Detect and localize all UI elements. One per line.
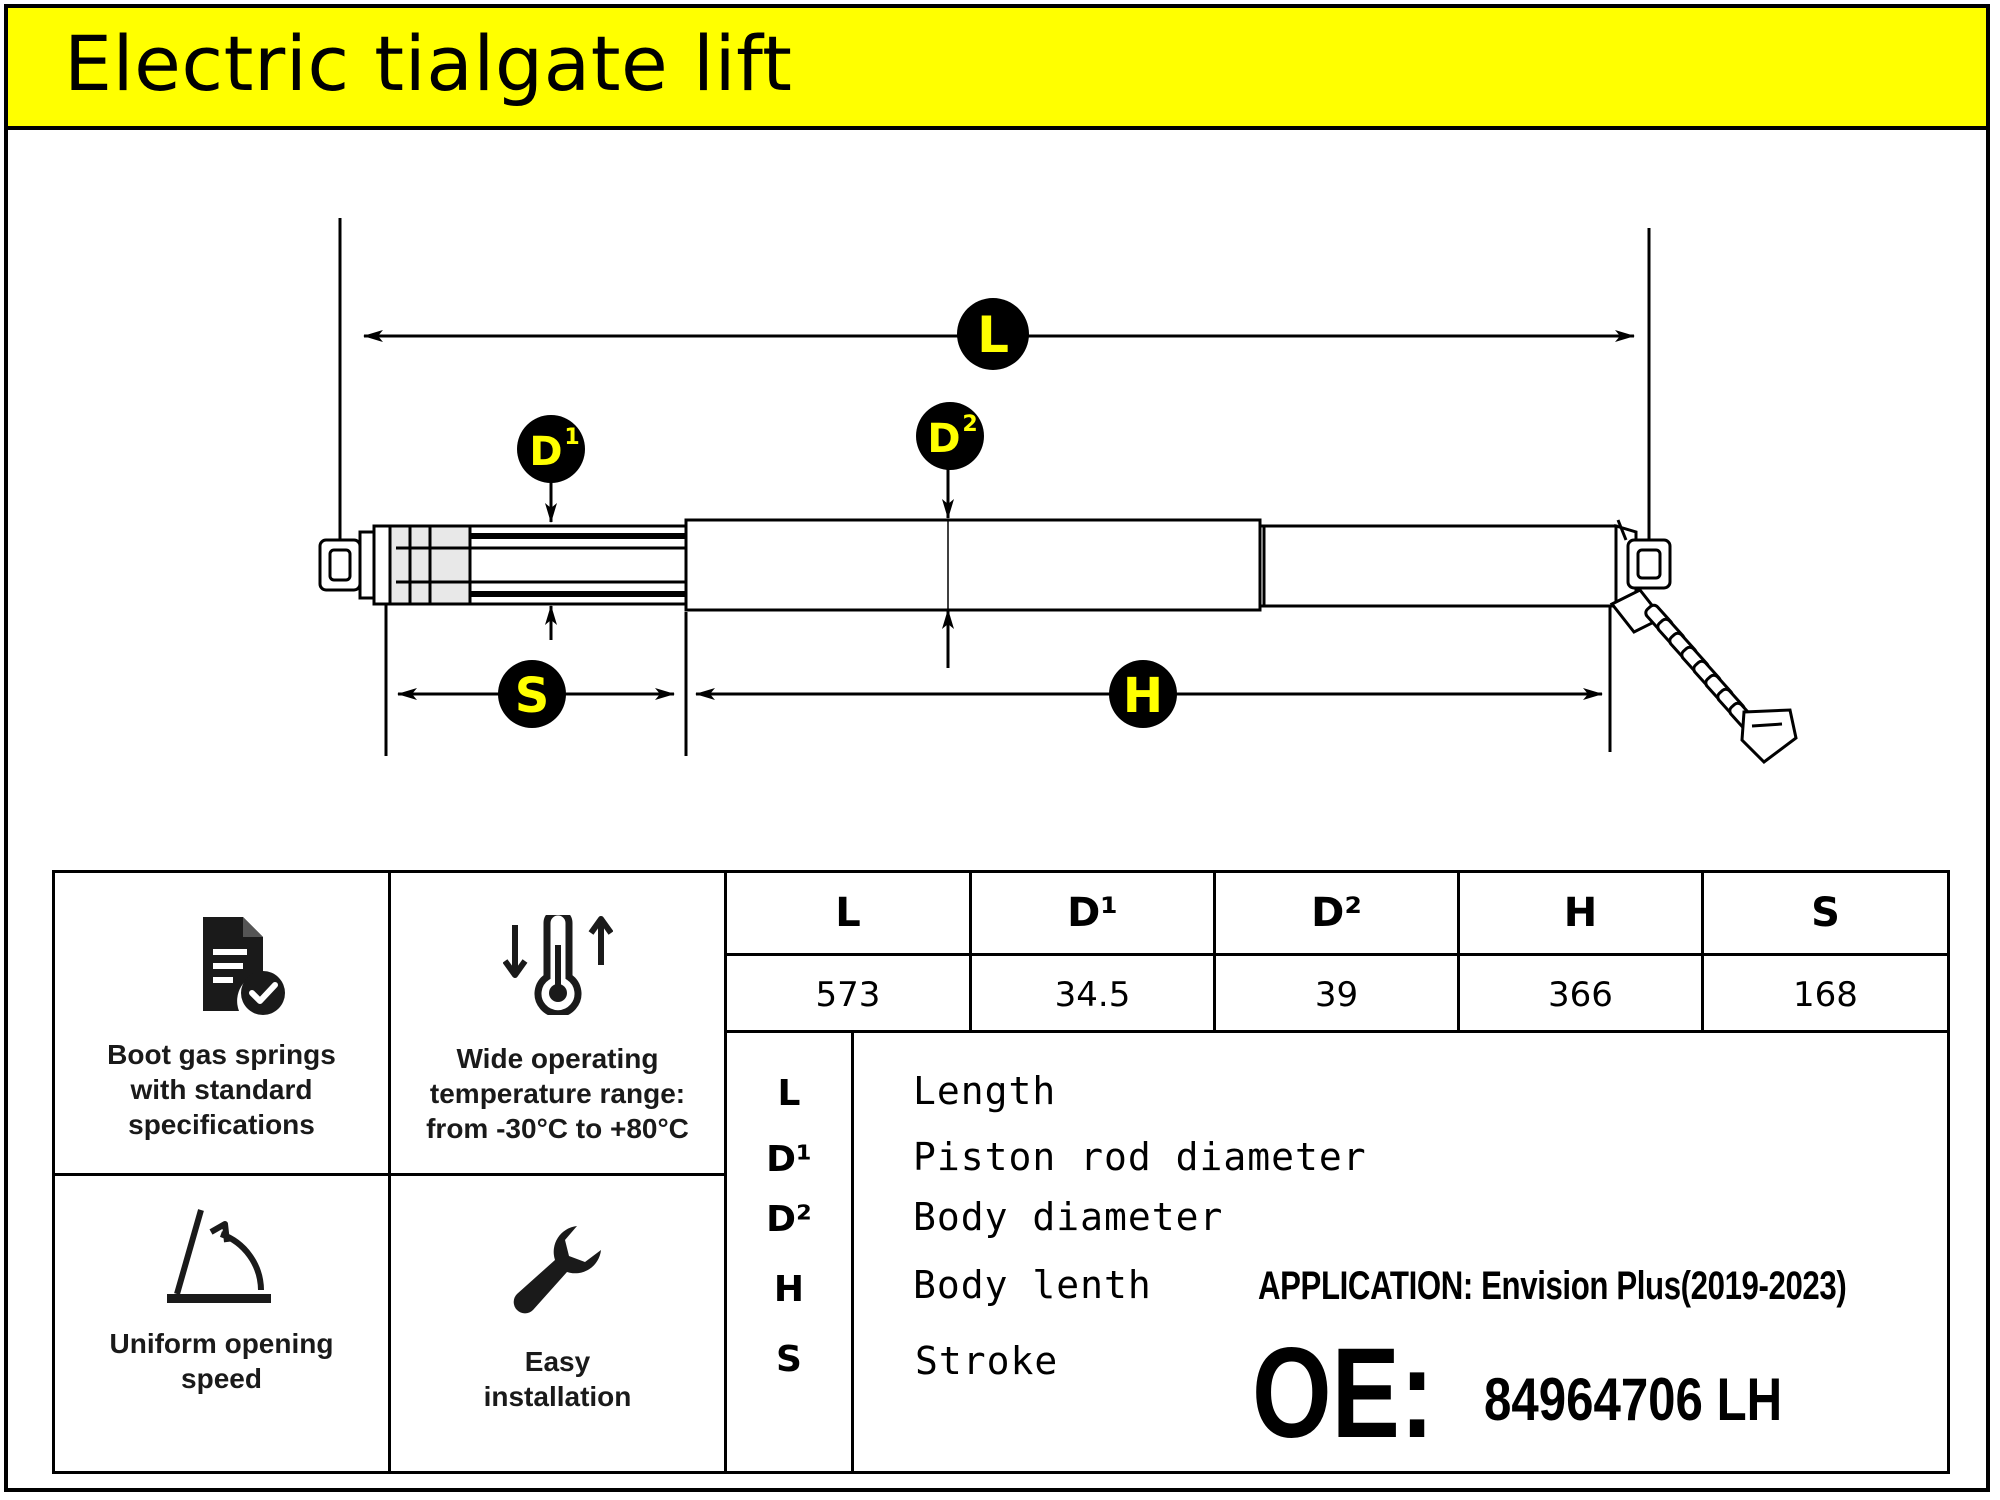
spec-value-D1: 34.5 (1054, 974, 1131, 1015)
power-cable (1609, 588, 1798, 764)
thermometer-arrows-icon (503, 915, 613, 1015)
label-L-text: L (977, 306, 1009, 364)
label-D1-superscript: 1 (564, 425, 579, 450)
spec-header-D2: D² (1311, 890, 1362, 936)
wrench-icon (513, 1226, 601, 1314)
legend-desc-body-diameter: Body diameter (913, 1195, 1224, 1239)
label-badge-S: S (498, 660, 566, 728)
strut-diagram: L D 1 D 2 S H (318, 218, 1798, 764)
spec-table-divider (727, 953, 1947, 956)
spec-value-H: 366 (1548, 974, 1613, 1015)
oe-number: 84964706 LH (1484, 1366, 1783, 1433)
feature-label-line: from -30°C to +80°C (426, 1113, 689, 1144)
info-grid: Boot gas springs with standard specifica… (52, 870, 1950, 1474)
feature-label-line: installation (483, 1381, 632, 1412)
document-check-icon (203, 917, 285, 1015)
legend-desc-piston-rod: Piston rod diameter (913, 1135, 1367, 1179)
spec-header-H: H (1563, 890, 1598, 936)
label-D1-text: D (529, 429, 562, 475)
spec-table-divider (1213, 873, 1216, 1033)
legend-desc-stroke: Stroke (915, 1339, 1059, 1383)
feature-label-line: Easy (524, 1346, 591, 1377)
feature-uniform-speed: Uniform opening speed (55, 1176, 388, 1471)
grid-divider (724, 873, 727, 1471)
label-H-text: H (1123, 668, 1163, 724)
application-text: APPLICATION: Envision Plus(2019-2023) (1258, 1264, 1847, 1308)
spec-table-divider (1457, 873, 1460, 1033)
spec-header-L: L (835, 890, 861, 936)
label-badge-L: L (957, 298, 1029, 370)
feature-temperature-range: Wide operating temperature range: from -… (391, 873, 724, 1173)
label-D2-superscript: 2 (962, 412, 977, 437)
spec-value-S: 168 (1793, 974, 1858, 1015)
grid-divider (388, 873, 391, 1471)
spec-value-D2: 39 (1314, 974, 1359, 1015)
grid-divider (55, 1173, 725, 1176)
spec-table-divider (727, 1030, 1947, 1033)
feature-easy-installation: Easy installation (391, 1176, 724, 1471)
legend-symbol-D1: D¹ (766, 1139, 812, 1180)
spec-table: L D¹ D² H S 573 34.5 39 366 168 (727, 873, 1947, 1033)
spec-header-D1: D¹ (1067, 890, 1118, 936)
label-badge-D2: D 2 (916, 402, 984, 470)
spec-table-divider (969, 873, 972, 1033)
spec-value-L: 573 (815, 974, 881, 1015)
page-title: Electric tialgate lift (64, 19, 793, 108)
feature-label-line: with standard (130, 1074, 313, 1105)
feature-label-line: temperature range: (429, 1078, 686, 1109)
spec-table-divider (1701, 873, 1704, 1033)
label-badge-D1: D 1 (517, 415, 585, 483)
page-frame: Electric tialgate lift (4, 4, 1990, 1492)
feature-standard-specs: Boot gas springs with standard specifica… (55, 873, 388, 1173)
legend-symbol-D2: D² (766, 1199, 812, 1240)
legend-symbol-S: S (776, 1339, 802, 1380)
piston-rod (388, 524, 688, 606)
feature-label-line: Uniform opening (109, 1328, 334, 1359)
feature-label-line: speed (181, 1363, 262, 1394)
feature-label-line: Boot gas springs (107, 1039, 336, 1070)
spec-header-S: S (1811, 890, 1840, 936)
legend-panel: L Length D¹ Piston rod diameter D² Body … (727, 1033, 1947, 1471)
label-S-text: S (515, 668, 550, 724)
label-badge-H: H (1109, 660, 1177, 728)
opening-angle-icon (167, 1209, 271, 1303)
legend-divider (851, 1033, 854, 1471)
label-D2-text: D (927, 416, 960, 462)
left-end-fitting (318, 524, 392, 606)
oe-label: OE: (1252, 1322, 1435, 1465)
legend-desc-length: Length (913, 1069, 1057, 1113)
feature-label-line: Wide operating (456, 1043, 659, 1074)
legend-symbol-L: L (777, 1073, 801, 1114)
legend-desc-body-length: Body lenth (913, 1263, 1152, 1307)
feature-label-line: specifications (128, 1109, 315, 1140)
legend-symbol-H: H (773, 1269, 805, 1310)
strut-body (684, 518, 1638, 612)
title-bar: Electric tialgate lift (8, 8, 1986, 130)
right-end-fitting (1616, 519, 1672, 590)
